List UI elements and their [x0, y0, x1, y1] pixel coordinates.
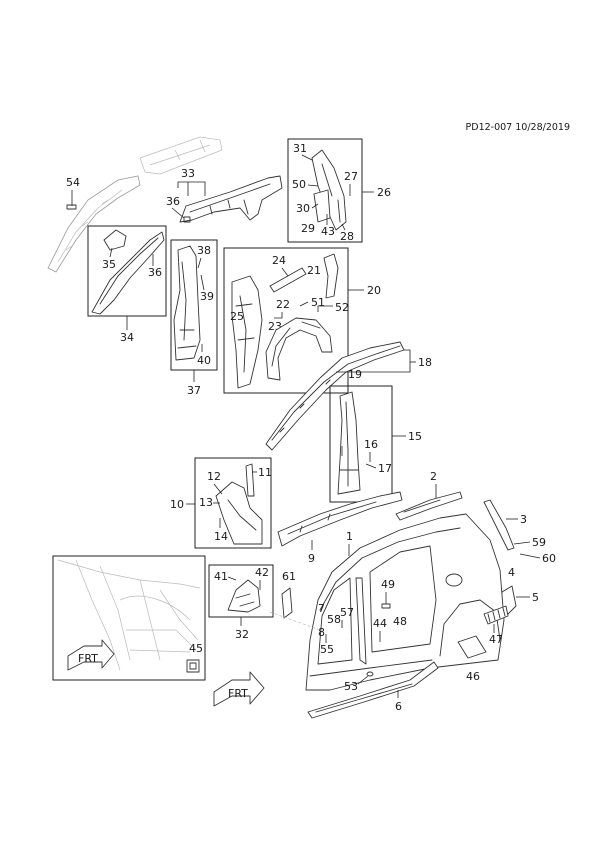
callout-2: 2: [430, 470, 437, 483]
part-3-tail-lamp-pocket: [483, 499, 515, 551]
callout-30: 30: [296, 202, 310, 215]
callout-16: 16: [364, 438, 378, 451]
callout-1: 1: [346, 530, 353, 543]
detail-wheelhouse-ghost-view: [57, 559, 201, 671]
part-18-roof-side-outer-rail: [265, 341, 405, 451]
callout-24: 24: [272, 254, 286, 267]
callout-61: 61: [282, 570, 296, 583]
callout-49: 49: [381, 578, 395, 591]
document-reference: PD12-007 10/28/2019: [466, 122, 570, 133]
callout-22: 22: [276, 298, 290, 311]
callout-42: 42: [255, 566, 269, 579]
callout-53: 53: [344, 680, 358, 693]
callout-47: 47: [489, 633, 503, 646]
part-6-rocker-outer-molding: [307, 661, 439, 719]
callout-45: 45: [189, 642, 203, 655]
part-47-vent-grille: [483, 605, 509, 625]
callout-8: 8: [318, 626, 325, 639]
callout-9: 9: [308, 552, 315, 565]
callout-25: 25: [230, 310, 244, 323]
callout-14: 14: [214, 530, 228, 543]
part-26-rear-pillar-assembly: [311, 149, 347, 231]
callout-5: 5: [532, 591, 539, 604]
part-46-patch-panel: [457, 635, 487, 659]
callout-7: 7: [318, 602, 325, 615]
part-22-wheelhouse-inner: [265, 317, 333, 381]
callout-59: 59: [532, 536, 546, 549]
callout-33: 33: [181, 167, 195, 180]
part-61-seal-strip: [281, 587, 293, 619]
inset-box-10: [194, 457, 272, 549]
callout-52: 52: [335, 301, 349, 314]
callout-46: 46: [466, 670, 480, 683]
callout-43: 43: [321, 225, 335, 238]
part-33-roof-inner-rail: [179, 175, 283, 223]
callout-19: 19: [348, 368, 362, 381]
callout-29: 29: [301, 222, 315, 235]
part-25-front-body-hinge-pillar: [231, 275, 263, 389]
part-2-rear-quarter-inner: [395, 491, 463, 521]
callout-32: 32: [235, 628, 249, 641]
part-35-a-pillar-reinforcement: [91, 229, 165, 315]
callout-27: 27: [344, 170, 358, 183]
callout-10: 10: [170, 498, 184, 511]
callout-3: 3: [520, 513, 527, 526]
callout-21: 21: [307, 264, 321, 277]
callout-36-top: 36: [166, 195, 180, 208]
callout-57: 57: [340, 606, 354, 619]
callout-38: 38: [197, 244, 211, 257]
callout-11: 11: [258, 466, 272, 479]
callout-34: 34: [120, 331, 134, 344]
callout-35: 35: [102, 258, 116, 271]
part-32-lower-hinge-bracket: [227, 579, 261, 613]
part-24-reinforcement-bar: [269, 267, 307, 293]
part-45-clip: [186, 659, 200, 673]
callout-55: 55: [320, 643, 334, 656]
callout-20: 20: [367, 284, 381, 297]
callout-26: 26: [377, 186, 391, 199]
front-direction-arrow-inset: FRT: [67, 639, 115, 671]
inset-box-20: [223, 247, 349, 394]
callout-40: 40: [197, 354, 211, 367]
callout-4: 4: [508, 566, 515, 579]
callout-12: 12: [207, 470, 221, 483]
callout-60: 60: [542, 552, 556, 565]
callout-44: 44: [373, 617, 387, 630]
callout-31: 31: [293, 142, 307, 155]
callout-48: 48: [393, 615, 407, 628]
callout-58: 58: [327, 613, 341, 626]
callout-18: 18: [418, 356, 432, 369]
callout-36-mid: 36: [148, 266, 162, 279]
callout-6: 6: [395, 700, 402, 713]
callout-13: 13: [199, 496, 213, 509]
part-54-roof-side-rail: [47, 175, 141, 273]
front-marker-label-main: FRT: [228, 687, 248, 700]
front-marker-label-inset: FRT: [78, 652, 98, 665]
part-37-front-pillar-inner: [173, 245, 201, 361]
part-21-bracket: [323, 253, 339, 299]
inset-box-detail-45: [52, 555, 206, 681]
callout-15: 15: [408, 430, 422, 443]
callout-39: 39: [200, 290, 214, 303]
callout-37: 37: [187, 384, 201, 397]
callout-54: 54: [66, 176, 80, 189]
callout-28: 28: [340, 230, 354, 243]
front-direction-arrow-main: FRT: [213, 671, 265, 707]
callout-50: 50: [292, 178, 306, 191]
part-15-center-pillar-inner: [337, 391, 361, 495]
part-roof-rail-ghost: [139, 136, 223, 175]
callout-41: 41: [214, 570, 228, 583]
inset-box-26: [287, 138, 363, 243]
callout-17: 17: [378, 462, 392, 475]
part-9-rocker-inner-panel: [277, 491, 403, 547]
part-1-body-side-outer-panel: [305, 513, 505, 691]
